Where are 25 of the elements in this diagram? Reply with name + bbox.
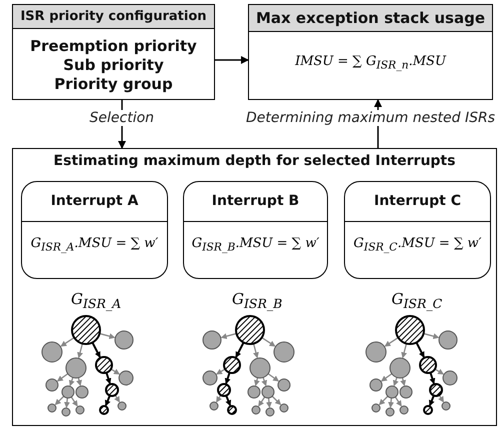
interrupt-card	[344, 181, 491, 279]
box-heading: Interrupt C	[345, 182, 490, 222]
list-item: Sub priority	[62, 56, 165, 75]
list-item: Priority group	[53, 75, 174, 94]
box-heading: Max exception stack usage	[249, 5, 492, 32]
box-heading: ISR priority configuration	[13, 5, 214, 29]
interrupt-card	[183, 181, 328, 279]
box-heading: Interrupt A	[22, 182, 167, 222]
arrow	[215, 56, 249, 64]
process-box	[12, 4, 215, 100]
formula: G$_{ISR_C}$.MSU = ∑ w′	[352, 236, 482, 254]
edge-label: Selection	[88, 110, 156, 126]
graph-label: G$_{ISR_C}$	[392, 290, 442, 311]
graph-label: G$_{ISR_B}$	[232, 290, 282, 311]
formula: G$_{ISR_B}$.MSU = ∑ w′	[190, 236, 320, 254]
list-item: Preemption priority	[29, 37, 198, 56]
formula: G$_{ISR_A}$.MSU = ∑ w′	[30, 236, 160, 254]
group-box	[12, 148, 497, 426]
formula: IMSU = ∑ G$_{ISR_n}$.MSU	[294, 54, 448, 72]
process-box	[248, 4, 493, 100]
graph-label: G$_{ISR_A}$	[71, 290, 122, 311]
interrupt-card	[21, 181, 168, 279]
edge-label: Determining maximum nested ISRs	[244, 110, 497, 126]
group-title: Estimating maximum depth for selected Interrupts	[52, 152, 456, 171]
box-heading: Interrupt B	[184, 182, 327, 222]
